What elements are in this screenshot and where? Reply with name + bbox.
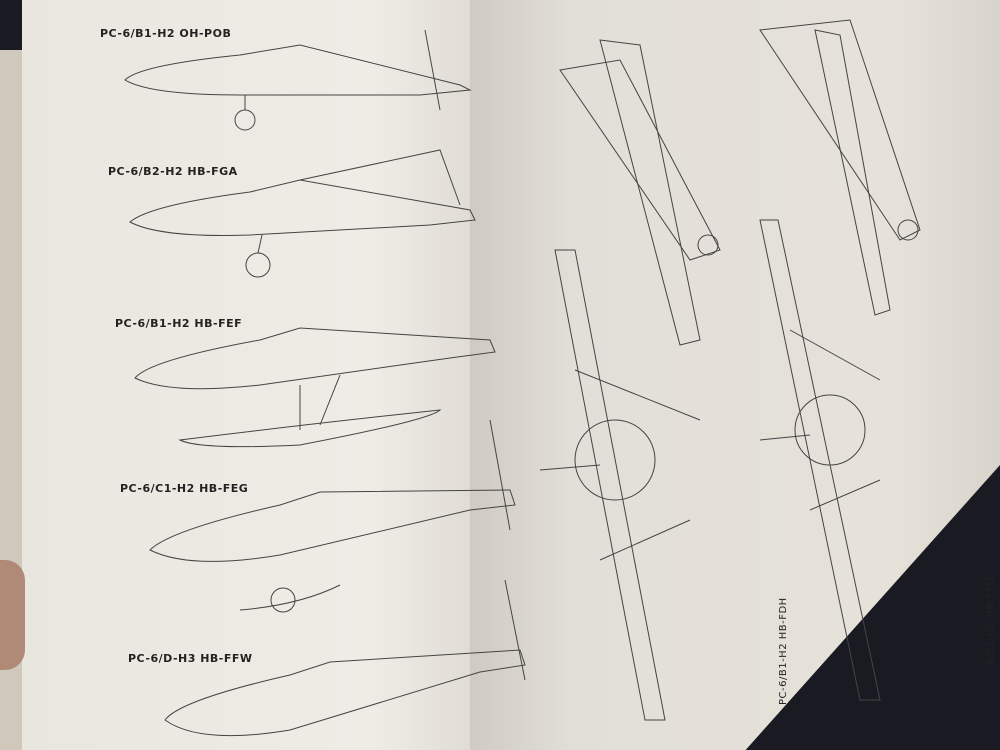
left-page [22, 0, 522, 750]
front-view-1 [539, 249, 701, 721]
top-view-2 [759, 19, 921, 316]
drawing-label-5: PC-6/D-H3 HB-FFW [128, 652, 253, 665]
drawing-label-4: PC-6/C1-H2 HB-FEG [120, 482, 249, 495]
front-view-2 [759, 219, 881, 701]
top-view-1 [559, 39, 721, 346]
side-view-5 [164, 579, 526, 737]
drawing-label-3: PC-6/B1-H2 HB-FEF [115, 317, 243, 330]
drawing-label-1: PC-6/B1-H2 OH-POB [100, 27, 232, 40]
side-view-3-floatplane [134, 327, 496, 448]
drawing-label-7: 6/B1-H2 HB-FFD [985, 577, 996, 665]
drawing-label-2: PC-6/B2-H2 HB-FGA [108, 165, 238, 178]
side-view-1 [124, 29, 472, 131]
drawing-label-6: PC-6/B1-H2 HB-FDH [778, 597, 789, 705]
side-view-4-ski [149, 419, 516, 613]
thumb [0, 560, 25, 670]
side-view-2 [129, 149, 476, 278]
